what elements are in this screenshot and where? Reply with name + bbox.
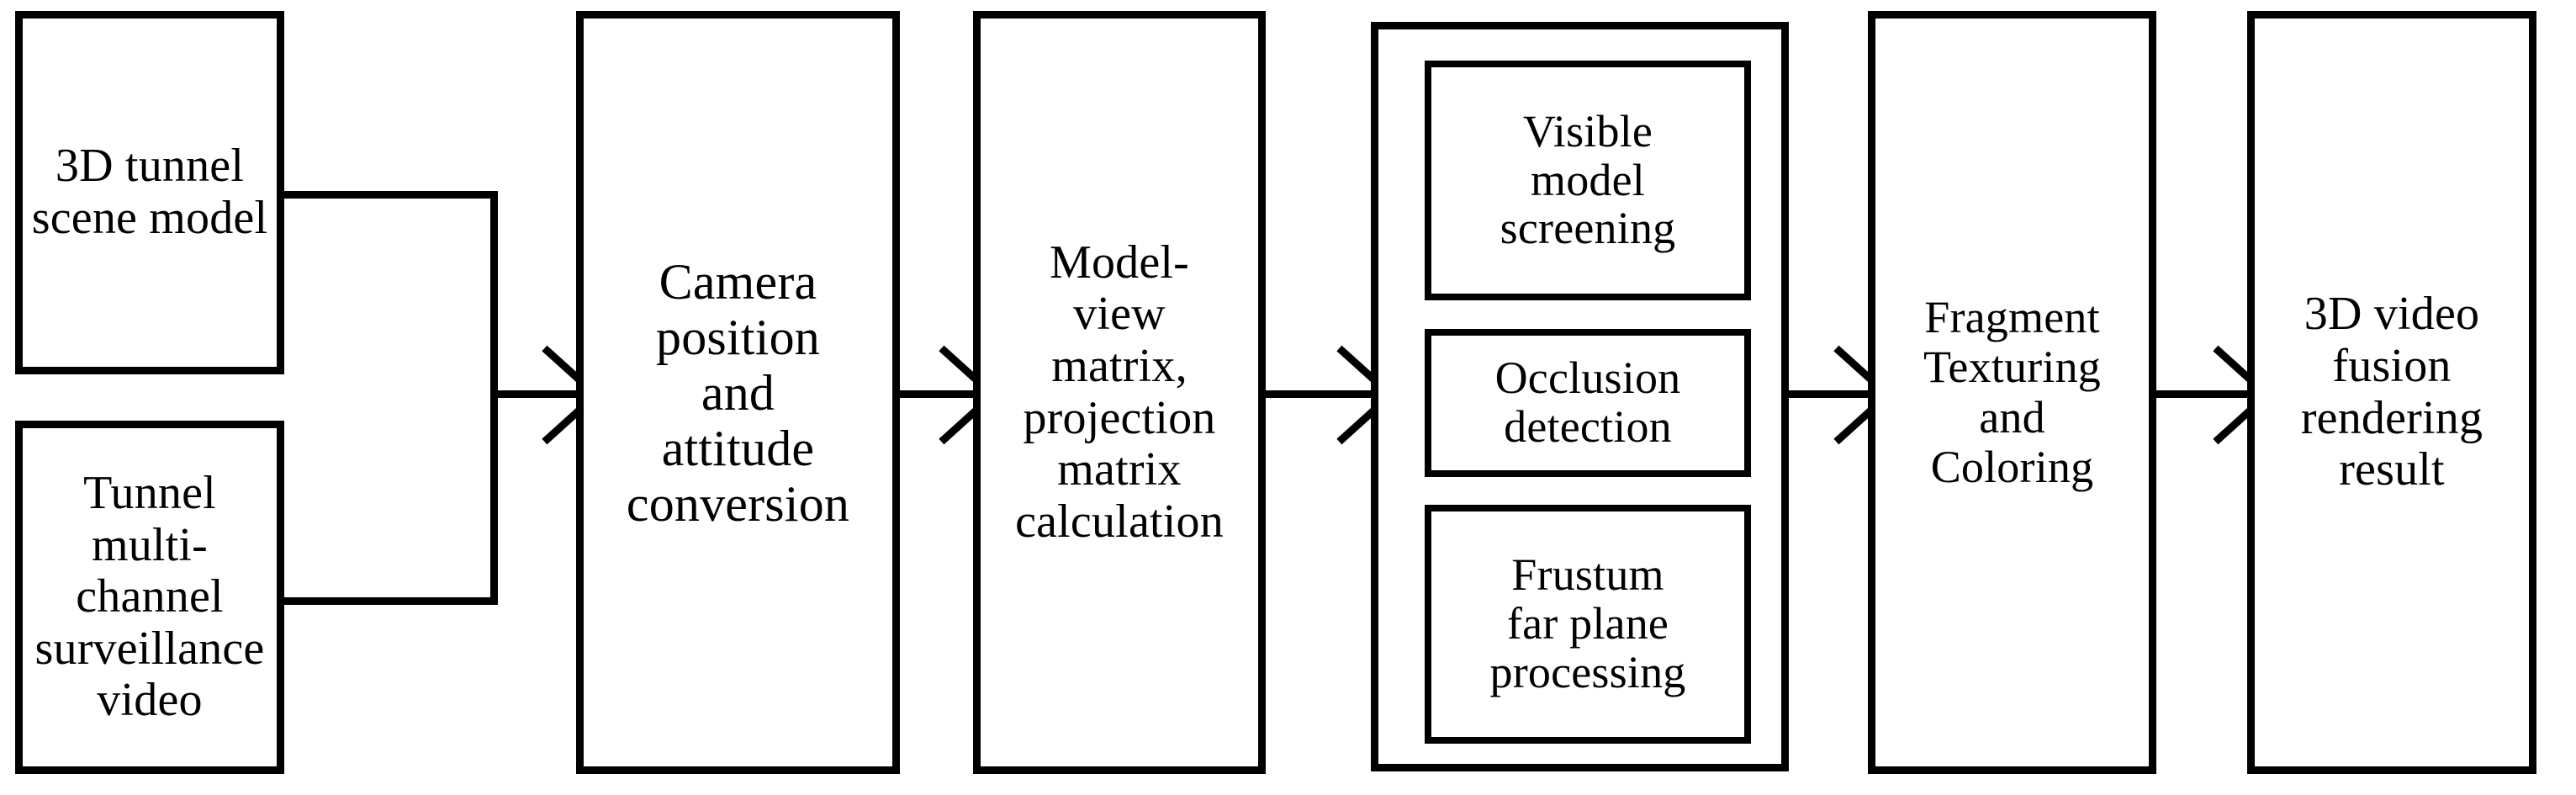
connector-scene-model-stub bbox=[278, 191, 498, 199]
connector-fragment-to-result bbox=[2150, 390, 2254, 398]
node-label: Occlusion detection bbox=[1494, 352, 1681, 452]
node-label: Camera position and attitude conversion bbox=[626, 253, 850, 532]
arrowhead-into-fragment bbox=[1824, 373, 1868, 416]
node-fragment-texturing-and-coloring[interactable]: Fragment Texturing and Coloring bbox=[1868, 11, 2156, 774]
node-label: Frustum far plane processing bbox=[1489, 549, 1686, 697]
node-label: Model- view matrix, projection matrix ca… bbox=[1015, 236, 1224, 548]
node-group-visibility-processing[interactable]: Visible model screening Occlusion detect… bbox=[1371, 22, 1789, 771]
node-label: Fragment Texturing and Coloring bbox=[1923, 291, 2101, 492]
node-visible-model-screening[interactable]: Visible model screening bbox=[1425, 61, 1751, 300]
node-label: Visible model screening bbox=[1500, 105, 1676, 254]
node-3d-tunnel-scene-model[interactable]: 3D tunnel scene model bbox=[15, 11, 284, 374]
arrowhead-into-matrix bbox=[929, 373, 973, 416]
node-3d-video-fusion-rendering-result[interactable]: 3D video fusion rendering result bbox=[2247, 11, 2536, 774]
connector-merge-spine bbox=[490, 191, 498, 605]
node-model-view-matrix-projection-matrix-calculation[interactable]: Model- view matrix, projection matrix ca… bbox=[973, 11, 1266, 774]
connector-matrix-to-visibility bbox=[1259, 390, 1378, 398]
node-camera-position-and-attitude-conversion[interactable]: Camera position and attitude conversion bbox=[576, 11, 900, 774]
node-tunnel-multi-channel-surveillance-video[interactable]: Tunnel multi- channel surveillance video bbox=[15, 421, 284, 774]
arrowhead-into-result bbox=[2203, 373, 2247, 416]
node-occlusion-detection[interactable]: Occlusion detection bbox=[1425, 329, 1751, 477]
arrowhead-into-visibility bbox=[1327, 373, 1371, 416]
node-label: Tunnel multi- channel surveillance video bbox=[34, 467, 265, 727]
node-label: 3D video fusion rendering result bbox=[2300, 288, 2483, 496]
node-frustum-far-plane-processing[interactable]: Frustum far plane processing bbox=[1425, 505, 1751, 744]
node-label: 3D tunnel scene model bbox=[31, 140, 268, 244]
arrowhead-into-camera bbox=[532, 373, 576, 416]
connector-surveillance-stub bbox=[278, 597, 498, 605]
